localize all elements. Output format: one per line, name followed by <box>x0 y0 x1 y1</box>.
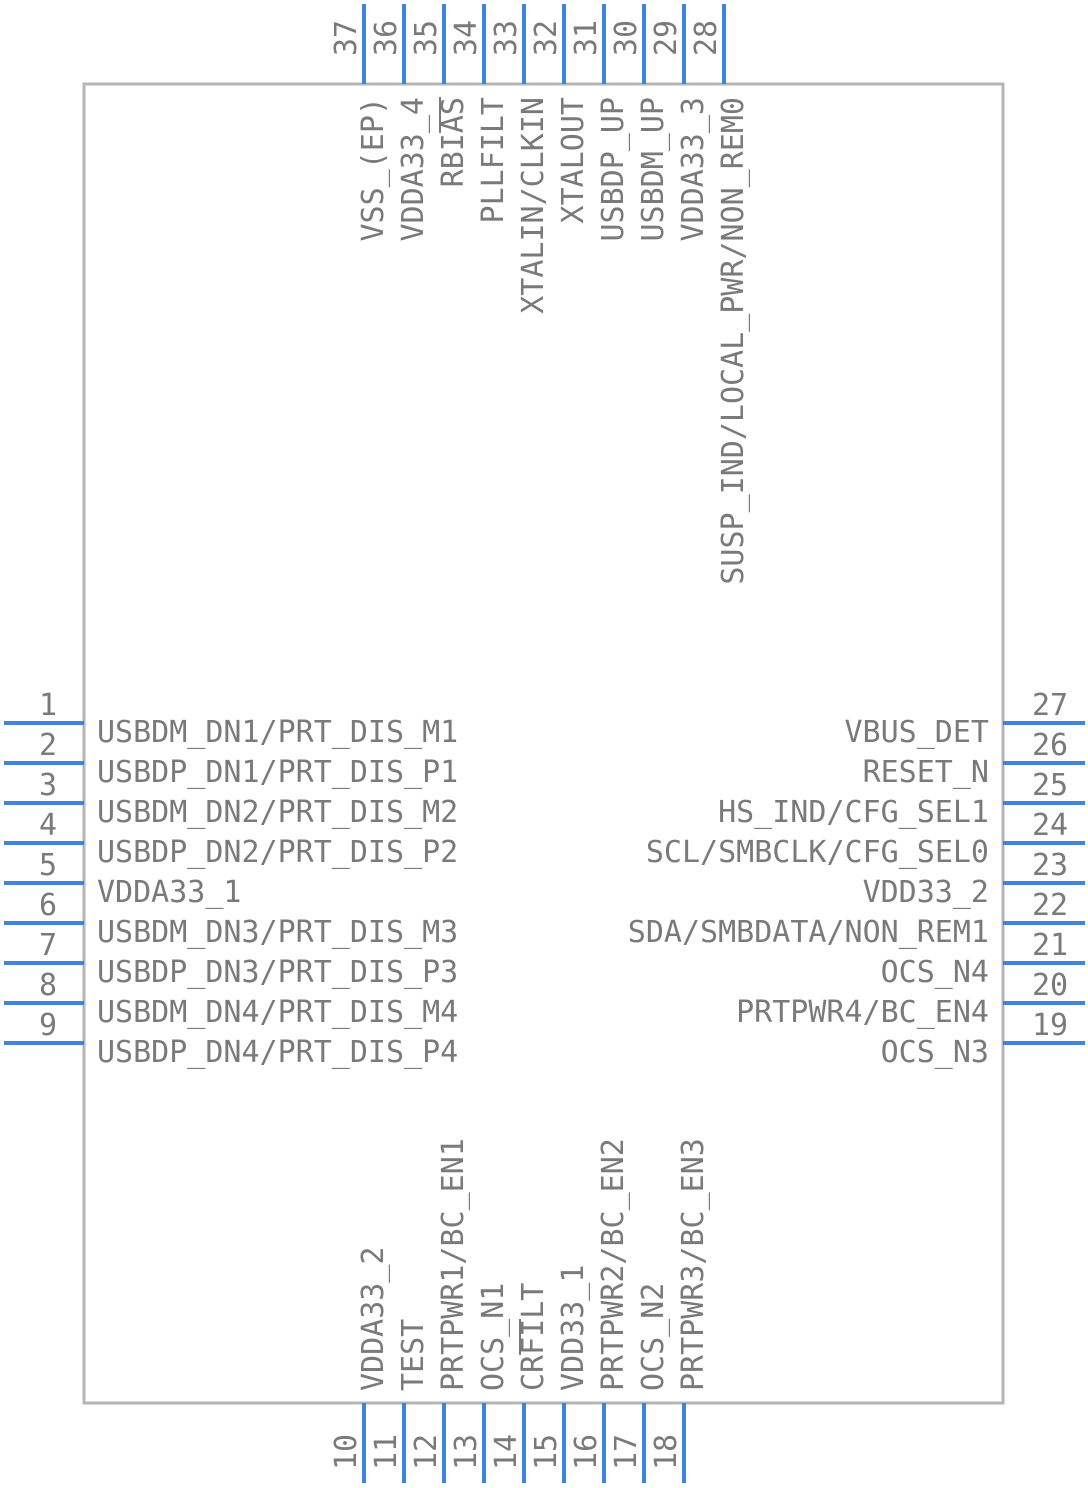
pin-label-27: VBUS_DET <box>845 715 990 750</box>
pin-label-24: SCL/SMBCLK/CFG_SEL0 <box>646 835 989 870</box>
pin-number-35: 35 <box>409 20 444 56</box>
pin-label-16: PRTPWR2/BC_EN2 <box>596 1138 631 1391</box>
pin-number-21: 21 <box>1032 928 1068 963</box>
pin-label-17: OCS_N2 <box>636 1283 671 1391</box>
pin-label-6: USBDM_DN3/PRT_DIS_M3 <box>97 915 458 950</box>
pin-label-37: VSS_(EP) <box>356 97 391 242</box>
pin-number-27: 27 <box>1032 688 1068 723</box>
pin-label-35: RBIAS <box>436 97 471 187</box>
pin-number-31: 31 <box>569 20 604 56</box>
pin-label-31: USBDP_UP <box>596 97 631 242</box>
pin-label-10: VDDA33_2 <box>356 1247 391 1392</box>
pin-number-8: 8 <box>39 968 57 1003</box>
pin-label-2: USBDP_DN1/PRT_DIS_P1 <box>97 755 458 790</box>
pin-number-17: 17 <box>609 1434 644 1470</box>
pin-label-12: PRTPWR1/BC_EN1 <box>436 1138 471 1391</box>
pin-label-9: USBDP_DN4/PRT_DIS_P4 <box>97 1035 458 1070</box>
pin-label-11: TEST <box>396 1319 431 1391</box>
pin-number-9: 9 <box>39 1008 57 1043</box>
pin-label-29: VDDA33_3 <box>676 97 711 242</box>
pin-label-3: USBDM_DN2/PRT_DIS_M2 <box>97 795 458 830</box>
ic-body-outline <box>82 82 1005 1405</box>
pin-label-4: USBDP_DN2/PRT_DIS_P2 <box>97 835 458 870</box>
pin-number-24: 24 <box>1032 808 1068 843</box>
pin-number-19: 19 <box>1032 1008 1068 1043</box>
pin-label-18: PRTPWR3/BC_EN3 <box>676 1138 711 1391</box>
pin-number-12: 12 <box>409 1434 444 1470</box>
pin-label-7: USBDP_DN3/PRT_DIS_P3 <box>97 955 458 990</box>
pin-number-7: 7 <box>39 928 57 963</box>
pin-number-18: 18 <box>649 1434 684 1470</box>
pin-label-26: RESET_N <box>863 755 989 790</box>
pin-number-2: 2 <box>39 728 57 763</box>
pin-label-21: OCS_N4 <box>881 955 989 990</box>
pin-label-23: VDD33_2 <box>863 875 989 910</box>
pin-label-36: VDDA33_4 <box>396 97 431 242</box>
pin-number-28: 28 <box>689 20 724 56</box>
pin-label-22: SDA/SMBDATA/NON_REM1 <box>628 915 989 950</box>
pin-number-6: 6 <box>39 888 57 923</box>
pin-label-8: USBDM_DN4/PRT_DIS_M4 <box>97 995 458 1030</box>
pin-number-11: 11 <box>369 1434 404 1470</box>
pin-label-1: USBDM_DN1/PRT_DIS_M1 <box>97 715 458 750</box>
pin-number-34: 34 <box>449 20 484 56</box>
pin-number-26: 26 <box>1032 728 1068 763</box>
pin-number-22: 22 <box>1032 888 1068 923</box>
pin-number-23: 23 <box>1032 848 1068 883</box>
pin-label-25: HS_IND/CFG_SEL1 <box>718 795 989 830</box>
pin-number-32: 32 <box>529 20 564 56</box>
pin-label-5: VDDA33_1 <box>97 875 242 910</box>
pin-label-20: PRTPWR4/BC_EN4 <box>736 995 989 1030</box>
pin-number-10: 10 <box>329 1434 364 1470</box>
pin-number-20: 20 <box>1032 968 1068 1003</box>
pin-label-13: OCS_N1 <box>476 1283 511 1391</box>
pin-number-3: 3 <box>39 768 57 803</box>
pin-number-37: 37 <box>329 20 364 56</box>
pin-number-15: 15 <box>529 1434 564 1470</box>
pin-label-32: XTALOUT <box>556 97 591 223</box>
pin-label-30: USBDM_UP <box>636 97 671 242</box>
pin-number-13: 13 <box>449 1434 484 1470</box>
pin-number-29: 29 <box>649 20 684 56</box>
pin-number-16: 16 <box>569 1434 604 1470</box>
pin-label-14: CRFILT <box>516 1283 551 1391</box>
pin-number-5: 5 <box>39 848 57 883</box>
pin-number-1: 1 <box>39 688 57 723</box>
pin-number-36: 36 <box>369 20 404 56</box>
pin-label-28: SUSP_IND/LOCAL_PWR/NON_REM0 <box>716 97 751 585</box>
pin-number-30: 30 <box>609 20 644 56</box>
pin-number-33: 33 <box>489 20 524 56</box>
pin-label-34: PLLFILT <box>476 97 511 223</box>
pin-label-19: OCS_N3 <box>881 1035 989 1070</box>
pin-number-25: 25 <box>1032 768 1068 803</box>
pin-number-4: 4 <box>39 808 57 843</box>
pin-number-14: 14 <box>489 1434 524 1470</box>
pin-label-15: VDD33_1 <box>556 1265 591 1391</box>
pin-label-33: XTALIN/CLKIN <box>516 97 551 314</box>
